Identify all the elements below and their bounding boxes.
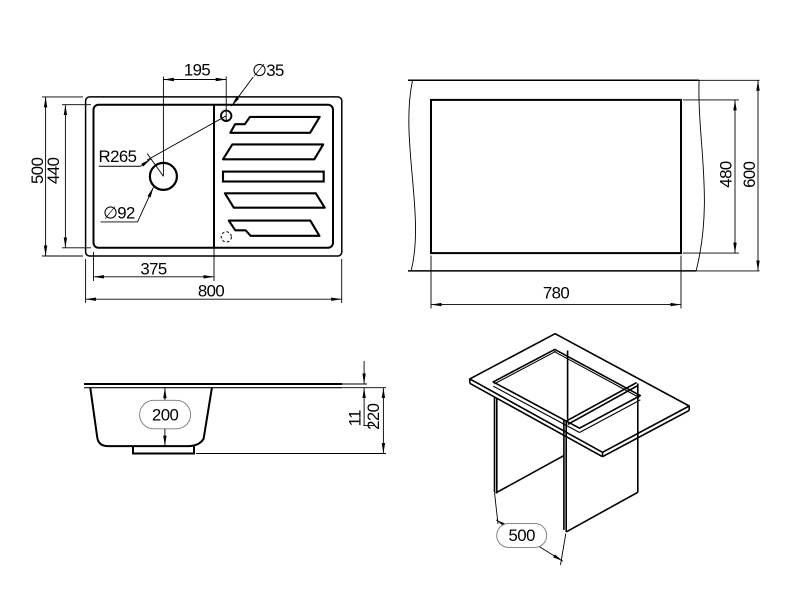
svg-text:11: 11 <box>345 410 364 427</box>
svg-text:500: 500 <box>28 157 47 184</box>
svg-text:375: 375 <box>140 260 167 279</box>
svg-text:480: 480 <box>717 161 736 188</box>
svg-text:∅92: ∅92 <box>103 204 135 223</box>
svg-text:440: 440 <box>44 157 63 184</box>
svg-text:800: 800 <box>198 282 225 301</box>
svg-text:R265: R265 <box>99 147 137 166</box>
svg-text:500: 500 <box>509 526 536 545</box>
svg-text:200: 200 <box>152 405 179 424</box>
svg-text:195: 195 <box>184 61 211 80</box>
svg-text:∅35: ∅35 <box>252 61 284 80</box>
svg-text:780: 780 <box>543 284 570 303</box>
svg-text:600: 600 <box>740 161 759 188</box>
svg-text:220: 220 <box>364 403 383 430</box>
